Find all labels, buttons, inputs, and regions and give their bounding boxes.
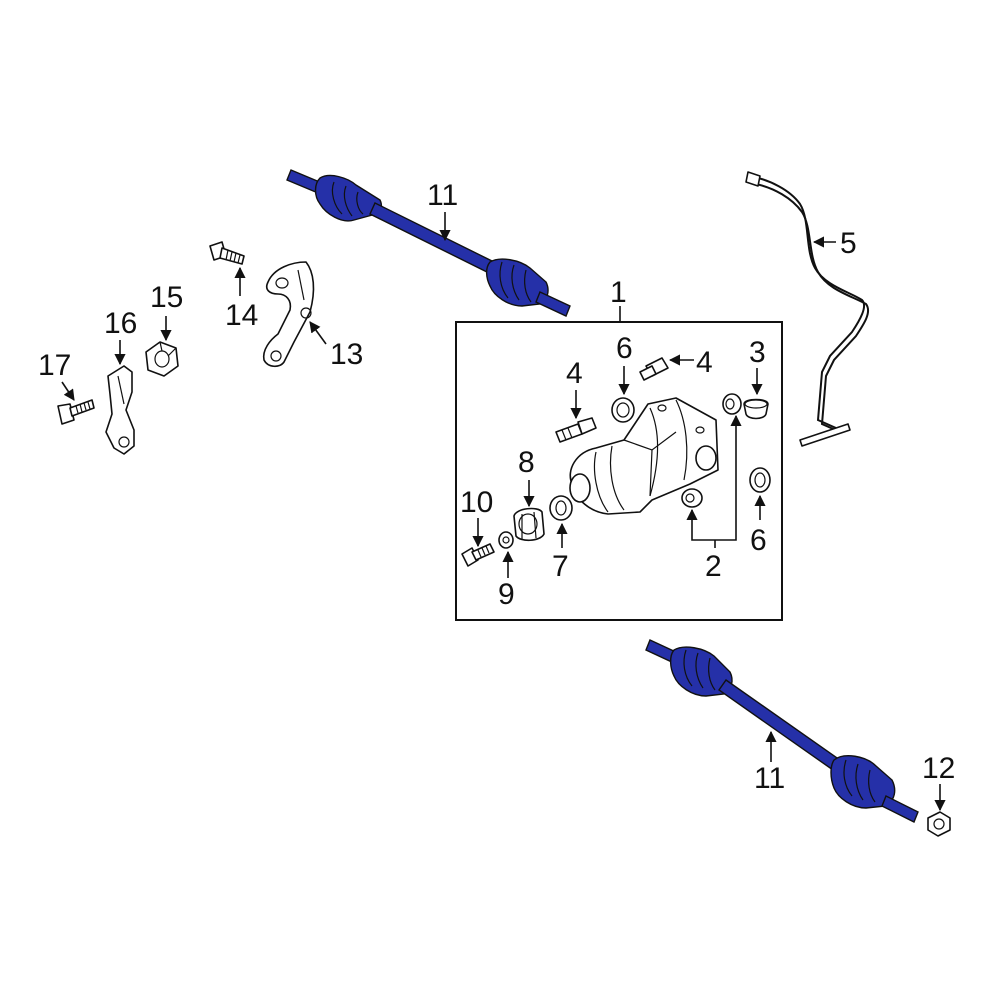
callout-4-upper: 4: [696, 346, 713, 379]
bracket-13[interactable]: [262, 261, 315, 368]
callout-labels: 11 11 5 1 6 4 3 4 6 2 8 7 9 10 13 14 15 …: [38, 179, 955, 795]
callout-10: 10: [460, 486, 493, 519]
axle-lower-outer-stub: [881, 795, 919, 823]
bolt-10[interactable]: [461, 543, 495, 567]
axle-lower-bar: [718, 679, 841, 771]
seal-6-upper[interactable]: [611, 397, 635, 423]
nut-15[interactable]: [145, 341, 179, 377]
callout-14: 14: [225, 299, 258, 332]
callout-6-upper: 6: [616, 332, 633, 365]
seal-6-right[interactable]: [749, 467, 771, 493]
leader-lines: [61, 212, 946, 812]
callout-5: 5: [840, 227, 857, 260]
callout-3: 3: [749, 336, 766, 369]
callout-12: 12: [922, 752, 955, 785]
callout-9: 9: [498, 578, 515, 611]
bracket-16[interactable]: [105, 365, 135, 455]
differential-housing[interactable]: [569, 397, 719, 515]
axle-shaft-upper[interactable]: [286, 169, 571, 317]
nut-12[interactable]: [927, 811, 951, 837]
axle-shaft-lower[interactable]: [645, 639, 919, 823]
differential-assembly-box: [455, 321, 783, 621]
callout-7: 7: [552, 550, 569, 583]
callout-4-left: 4: [566, 357, 583, 390]
axle-upper-inner-stub: [535, 291, 571, 317]
callout-11-lower: 11: [754, 762, 785, 795]
callout-17: 17: [38, 349, 71, 382]
callout-8: 8: [518, 446, 535, 479]
vent-tube[interactable]: [745, 171, 870, 447]
flange-8[interactable]: [513, 507, 545, 542]
bushing-2-upper[interactable]: [722, 393, 742, 415]
callout-6-right: 6: [750, 524, 767, 557]
callout-1: 1: [610, 276, 627, 309]
bolt-14[interactable]: [209, 241, 245, 265]
axle-upper-bar: [369, 202, 495, 274]
callout-2: 2: [705, 550, 722, 583]
bushing-3[interactable]: [743, 398, 769, 420]
bolt-17[interactable]: [57, 399, 95, 425]
callout-16: 16: [104, 307, 137, 340]
sensor-4-upper[interactable]: [639, 357, 669, 381]
callout-13: 13: [330, 338, 363, 371]
seal-7[interactable]: [549, 495, 573, 521]
washer-9[interactable]: [498, 531, 514, 549]
sensor-4-left[interactable]: [555, 417, 597, 443]
bushing-2-lower[interactable]: [681, 488, 703, 508]
callout-11-upper: 11: [427, 179, 458, 212]
callout-15: 15: [150, 281, 183, 314]
